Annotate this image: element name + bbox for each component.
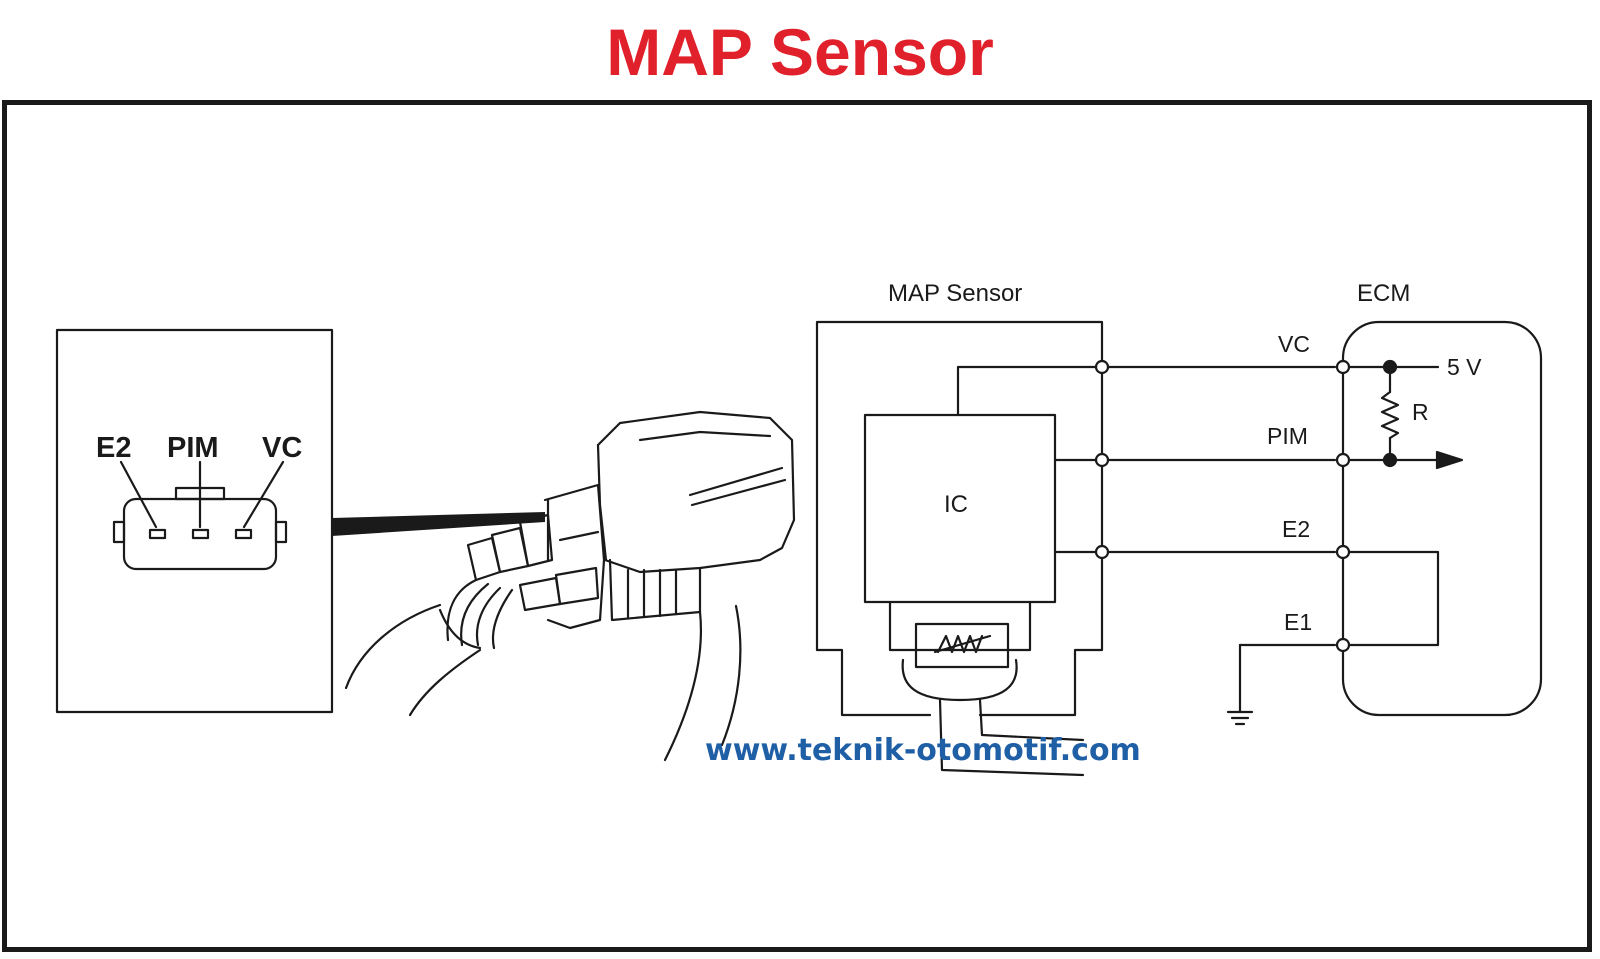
terminal-label-e2: E2 [1282, 516, 1310, 542]
map-sensor-circuit-box [815, 320, 1104, 777]
pressure-sensing-element [914, 622, 1010, 669]
ecm-block [1341, 320, 1543, 717]
terminal-label-e1: E1 [1284, 609, 1312, 635]
connector-label-e2: E2 [96, 432, 131, 464]
ground-symbol [1226, 710, 1254, 726]
connector-pin-pim [191, 528, 210, 540]
connector-pin-e2 [148, 528, 167, 540]
resistor-junction-bottom [1382, 452, 1398, 468]
sensor-node-e2 [1094, 544, 1110, 560]
diagram-frame [2, 100, 1592, 952]
sensor-node-pim [1094, 452, 1110, 468]
terminal-label-pim: PIM [1267, 423, 1308, 449]
callout-wedge [332, 512, 545, 536]
circuit-wires [956, 365, 1337, 714]
pim-signal-arrow [1435, 450, 1464, 470]
map-sensor-label: MAP Sensor [888, 280, 1022, 307]
terminal-label-vc: VC [1278, 331, 1310, 357]
page-title: MAP Sensor [606, 15, 994, 89]
ic-block [863, 413, 1057, 604]
harness-connector-drawing [344, 410, 796, 762]
sensor-node-vc [1094, 359, 1110, 375]
ecm-label: ECM [1357, 280, 1410, 307]
resistor-label: R [1412, 399, 1429, 425]
ecm-node-pim [1335, 452, 1351, 468]
ecm-node-e1 [1335, 637, 1351, 653]
supply-label: 5 V [1447, 354, 1482, 380]
resistor-r [1380, 390, 1400, 440]
connector-inset-panel [55, 328, 334, 714]
ecm-node-vc [1335, 359, 1351, 375]
watermark-url: www.teknik-otomotif.com [705, 733, 1141, 768]
terminal-nodes [1094, 359, 1351, 653]
connector-label-vc: VC [262, 432, 302, 464]
connector-pin-vc [234, 528, 253, 540]
ic-label: IC [944, 491, 968, 518]
connector-label-pim: PIM [167, 432, 219, 464]
resistor-junction-top [1382, 359, 1398, 375]
ecm-node-e2 [1335, 544, 1351, 560]
